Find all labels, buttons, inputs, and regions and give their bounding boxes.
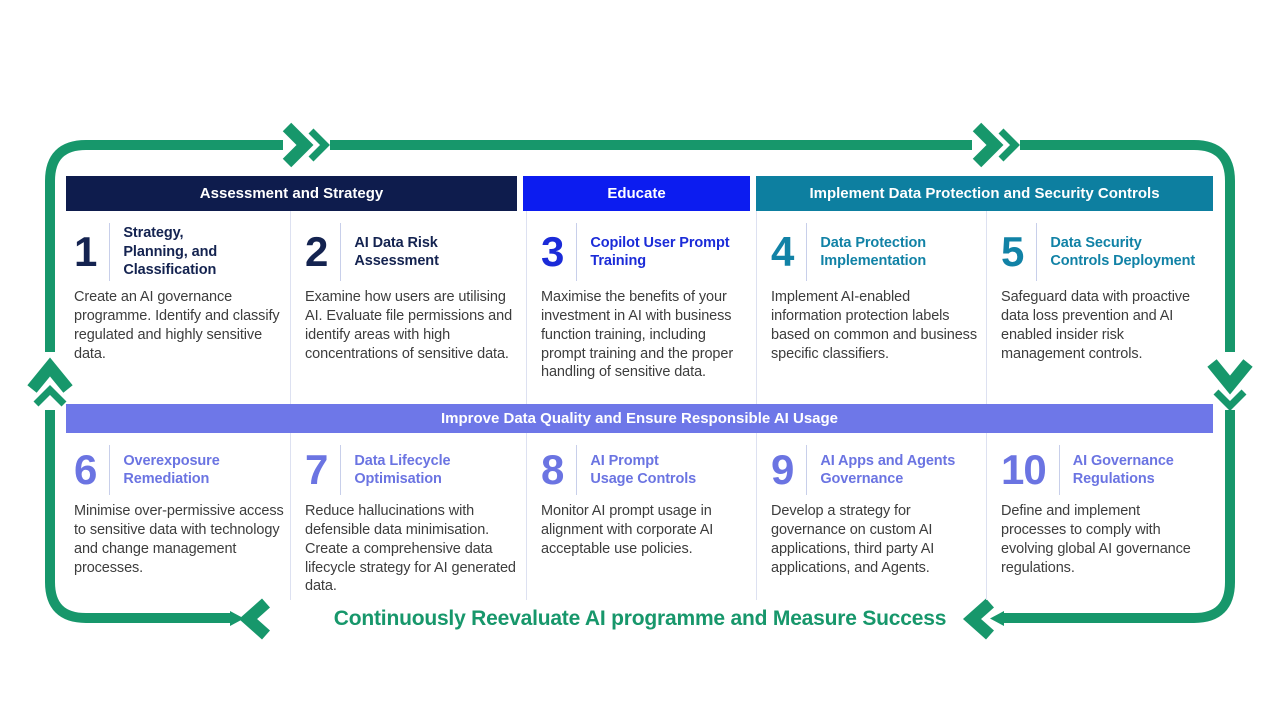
- step-description: Safeguard data with proactive data loss …: [1001, 289, 1190, 362]
- step-divider: [340, 223, 342, 281]
- step-description: Develop a strategy for governance on cus…: [771, 503, 935, 576]
- phase-header-educate: Educate: [523, 176, 750, 211]
- step-description: Maximise the benefits of your investment…: [541, 289, 734, 381]
- step-divider: [340, 445, 342, 495]
- step-description: Create an AI governance programme. Ident…: [74, 289, 280, 362]
- arrow-up-icon: [27, 357, 73, 393]
- phase-header-assessment: Assessment and Strategy: [66, 176, 517, 211]
- arrow-right-small-icon: [308, 128, 330, 162]
- step-card-1: 1 Strategy, Planning, and Classification…: [66, 211, 290, 404]
- arrow-left-icon: [962, 598, 994, 640]
- steps-row-top: 1 Strategy, Planning, and Classification…: [66, 211, 1213, 404]
- step-title: Strategy, Planning, and Classification: [123, 225, 218, 279]
- step-divider: [109, 223, 111, 281]
- phase-header-implement: Implement Data Protection and Security C…: [756, 176, 1213, 211]
- step-card-6: 6 Overexposure Remediation Minimise over…: [66, 433, 290, 600]
- flow-border-top-left: [45, 140, 283, 352]
- flow-border-bottom-right: [1004, 410, 1235, 623]
- step-title: AI Apps and Agents Governance: [820, 452, 956, 487]
- step-title: AI Prompt Usage Controls: [590, 452, 697, 487]
- step-number: 8: [541, 446, 564, 493]
- arrow-down-small-icon: [1213, 389, 1247, 411]
- flow-border-bottom-left: [45, 410, 230, 623]
- arrow-up-small-icon: [33, 385, 67, 407]
- step-card-8: 8 AI Prompt Usage Controls Monitor AI pr…: [526, 433, 756, 600]
- step-divider: [576, 445, 578, 495]
- bottom-banner: Continuously Reevaluate AI programme and…: [333, 607, 947, 630]
- step-divider: [806, 223, 808, 281]
- step-number: 2: [305, 228, 328, 275]
- step-title: AI Governance Regulations: [1072, 452, 1174, 487]
- step-card-9: 9 AI Apps and Agents Governance Develop …: [756, 433, 986, 600]
- line-tip-icon: [230, 611, 244, 626]
- step-description: Reduce hallucinations with defensible da…: [305, 503, 516, 595]
- content-area: Assessment and Strategy Educate Implemen…: [66, 176, 1213, 600]
- step-number: 6: [74, 446, 97, 493]
- arrow-right-small-icon: [998, 128, 1020, 162]
- step-number: 7: [305, 446, 328, 493]
- step-card-7: 7 Data Lifecycle Optimisation Reduce hal…: [290, 433, 526, 600]
- step-title: Data Security Controls Deployment: [1050, 234, 1196, 269]
- flow-border-top-right: [1020, 140, 1235, 352]
- step-description: Examine how users are utilising AI. Eval…: [305, 289, 513, 362]
- step-number: 3: [541, 228, 564, 275]
- step-divider: [1036, 223, 1038, 281]
- step-divider: [109, 445, 111, 495]
- step-description: Define and implement processes to comply…: [1001, 503, 1191, 576]
- step-divider: [576, 223, 578, 281]
- step-number: 5: [1001, 228, 1024, 275]
- step-description: Monitor AI prompt usage in alignment wit…: [541, 503, 714, 557]
- arrow-down-icon: [1207, 359, 1253, 395]
- step-title: Copilot User Prompt Training: [590, 234, 730, 269]
- arrow-left-icon: [238, 598, 270, 640]
- step-title: Data Lifecycle Optimisation: [354, 452, 451, 487]
- step-title: Overexposure Remediation: [123, 452, 220, 487]
- steps-row-bottom: 6 Overexposure Remediation Minimise over…: [66, 433, 1213, 600]
- step-divider: [806, 445, 808, 495]
- step-number: 9: [771, 446, 794, 493]
- step-number: 10: [1001, 446, 1047, 493]
- step-title: AI Data Risk Assessment: [354, 234, 439, 269]
- step-description: Implement AI-enabled information protect…: [771, 289, 977, 362]
- step-card-3: 3 Copilot User Prompt Training Maximise …: [526, 211, 756, 404]
- step-number: 1: [74, 228, 97, 275]
- step-card-2: 2 AI Data Risk Assessment Examine how us…: [290, 211, 526, 404]
- arrow-right-icon: [972, 122, 1004, 168]
- step-card-4: 4 Data Protection Implementation Impleme…: [756, 211, 986, 404]
- step-title: Data Protection Implementation: [820, 234, 927, 269]
- arrow-right-icon: [282, 122, 314, 168]
- mid-banner: Improve Data Quality and Ensure Responsi…: [66, 404, 1213, 433]
- step-divider: [1058, 445, 1060, 495]
- step-card-5: 5 Data Security Controls Deployment Safe…: [986, 211, 1213, 404]
- step-card-10: 10 AI Governance Regulations Define and …: [986, 433, 1213, 600]
- phase-header-row: Assessment and Strategy Educate Implemen…: [66, 176, 1213, 211]
- step-description: Minimise over-permissive access to sensi…: [74, 503, 284, 576]
- line-tip-icon: [990, 611, 1004, 626]
- step-number: 4: [771, 228, 794, 275]
